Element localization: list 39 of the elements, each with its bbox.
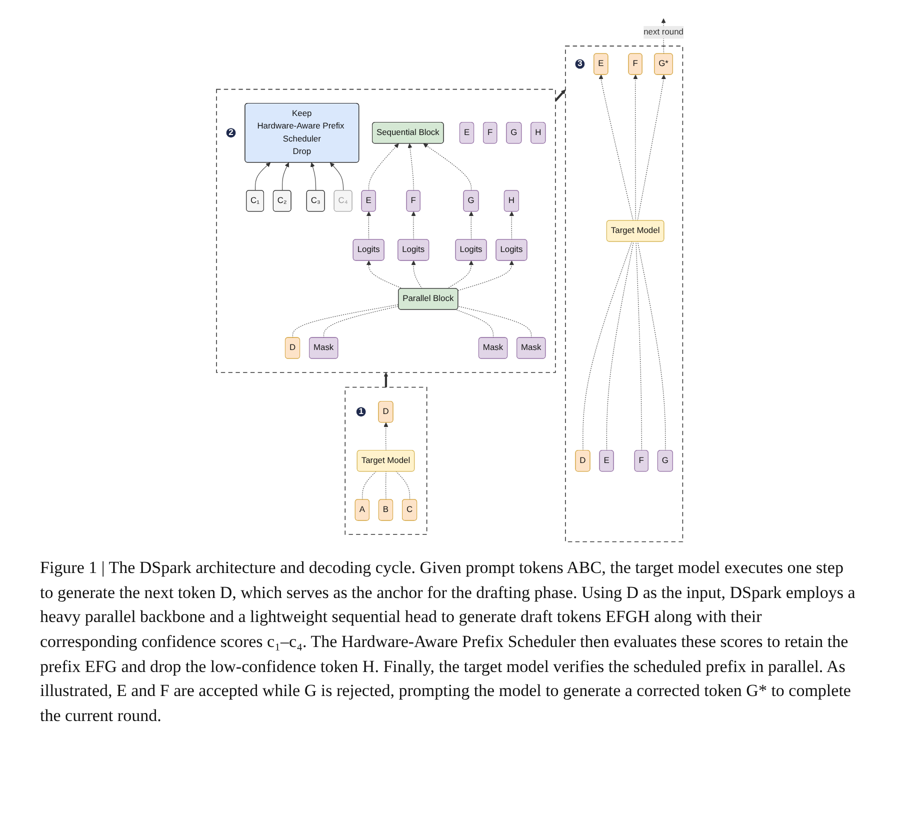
arrow: [384, 372, 388, 388]
arrow: [408, 143, 414, 191]
edge-label: next round: [644, 28, 684, 37]
connector: [324, 306, 399, 338]
connector: [637, 241, 666, 451]
connector: [606, 241, 634, 451]
cluster: [344, 386, 428, 535]
cluster: [216, 88, 556, 373]
arrow: [411, 211, 416, 240]
node-circle: 1: [356, 407, 366, 417]
arrow: [368, 143, 399, 191]
arrow: [366, 211, 372, 240]
arrow: [254, 162, 271, 191]
arrow: [330, 162, 344, 191]
figure-caption: Figure 1 | The DSpark architecture and decoding cycle. Given prompt tokens ABC, the target model executes one step to generate the next token D, which serves as the anchor for the drafting phase. Using D as the input, DSpark employs a heavy parallel backbone and a lightweight sequential head to generate draft tokens EFGH along with their corresponding confidence scores c₁–c₄. The Hardware-Aware Prefix Scheduler then evaluates these scores to retain the prefix EFG and drop the low-confidence token H. Finally, the target model verifies the scheduled prefix in parallel. As illustrated, E and F are accepted while G is rejected, prompting the model to generate a corrected token G* to complete the current round.: [40, 557, 856, 727]
arrow: [282, 162, 289, 191]
arrow: [598, 74, 634, 221]
arrow: [633, 74, 638, 221]
connector: [636, 241, 642, 451]
connector: [458, 306, 532, 338]
cluster: [565, 46, 684, 542]
node-circle: 3: [575, 59, 585, 69]
arrow: [423, 143, 472, 191]
arrow: [468, 211, 474, 240]
node-circle: 2: [226, 128, 236, 138]
connector: [362, 471, 376, 500]
arrow: [411, 260, 422, 289]
connector: [456, 309, 494, 338]
arrow: [384, 422, 388, 451]
arrow: [458, 260, 514, 291]
arrow: [446, 260, 474, 289]
arrow: [310, 162, 316, 191]
arrow: [509, 211, 514, 240]
arrow: [366, 260, 404, 289]
connector: [582, 241, 632, 451]
arrow: [637, 74, 666, 221]
connector: [396, 471, 410, 500]
arrow: [554, 89, 566, 102]
connector: [292, 304, 399, 338]
